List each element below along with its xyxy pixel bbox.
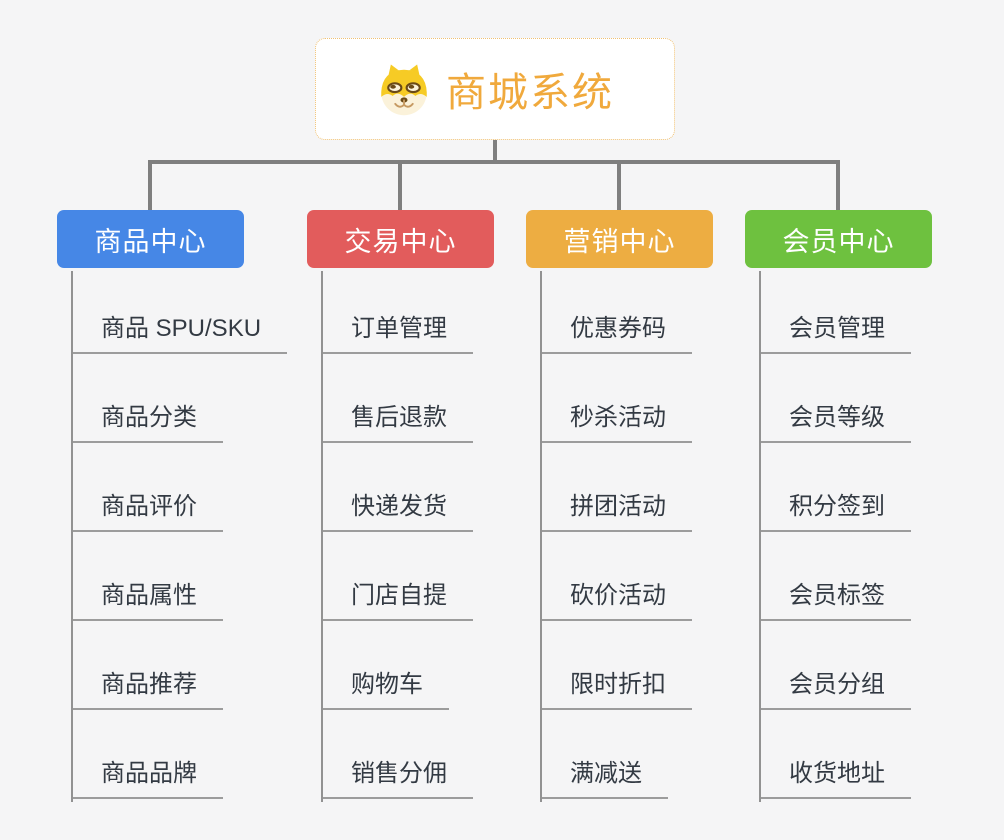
leaf-node-label[interactable]: 优惠券码 — [540, 314, 692, 354]
leaf-node-label[interactable]: 门店自提 — [321, 581, 473, 621]
leaf-node: 快递发货 — [321, 443, 571, 532]
connector-column-trunk — [759, 271, 761, 802]
connector-drop — [148, 162, 152, 210]
branch-column: 优惠券码秒杀活动拼团活动砍价活动限时折扣满减送 — [540, 265, 790, 802]
leaf-node-label[interactable]: 满减送 — [540, 759, 668, 799]
branch-column: 订单管理售后退款快递发货门店自提购物车销售分佣 — [321, 265, 571, 802]
leaf-node: 商品推荐 — [71, 621, 321, 710]
leaf-node-label[interactable]: 商品推荐 — [71, 670, 223, 710]
leaf-node: 门店自提 — [321, 532, 571, 621]
branch-node[interactable]: 商品中心 — [57, 210, 244, 268]
leaf-node: 商品分类 — [71, 354, 321, 443]
branch-column: 会员管理会员等级积分签到会员标签会员分组收货地址 — [759, 265, 1004, 802]
connector-root-trunk — [493, 140, 497, 164]
leaf-node-label[interactable]: 购物车 — [321, 670, 449, 710]
leaf-node: 拼团活动 — [540, 443, 790, 532]
leaf-node-label[interactable]: 销售分佣 — [321, 759, 473, 799]
leaf-node: 会员管理 — [759, 265, 1004, 354]
leaf-node-label[interactable]: 商品评价 — [71, 492, 223, 532]
leaf-node-label[interactable]: 订单管理 — [321, 314, 473, 354]
leaf-node-label[interactable]: 会员等级 — [759, 403, 911, 443]
leaf-node: 售后退款 — [321, 354, 571, 443]
leaf-node: 商品品牌 — [71, 710, 321, 799]
connector-column-trunk — [321, 271, 323, 802]
leaf-node: 购物车 — [321, 621, 571, 710]
leaf-node: 满减送 — [540, 710, 790, 799]
leaf-node-label[interactable]: 会员管理 — [759, 314, 911, 354]
leaf-node: 商品评价 — [71, 443, 321, 532]
leaf-node-label[interactable]: 商品属性 — [71, 581, 223, 621]
leaf-node: 收货地址 — [759, 710, 1004, 799]
leaf-node-label[interactable]: 会员标签 — [759, 581, 911, 621]
leaf-node-label[interactable]: 快递发货 — [321, 492, 473, 532]
leaf-node: 会员分组 — [759, 621, 1004, 710]
root-node[interactable]: 商城系统 — [315, 38, 675, 140]
connector-drop — [836, 162, 840, 210]
shiba-dog-icon — [381, 64, 427, 116]
leaf-node-label[interactable]: 积分签到 — [759, 492, 911, 532]
connector-drop — [398, 162, 402, 210]
leaf-node: 秒杀活动 — [540, 354, 790, 443]
connector-column-trunk — [71, 271, 73, 802]
branch-node[interactable]: 会员中心 — [745, 210, 932, 268]
leaf-node-label[interactable]: 会员分组 — [759, 670, 911, 710]
leaf-node: 会员等级 — [759, 354, 1004, 443]
leaf-node: 砍价活动 — [540, 532, 790, 621]
leaf-node-label[interactable]: 限时折扣 — [540, 670, 692, 710]
leaf-node: 销售分佣 — [321, 710, 571, 799]
leaf-node-label[interactable]: 售后退款 — [321, 403, 473, 443]
leaf-node: 会员标签 — [759, 532, 1004, 621]
leaf-node-label[interactable]: 拼团活动 — [540, 492, 692, 532]
leaf-node-label[interactable]: 收货地址 — [759, 759, 911, 799]
leaf-node: 订单管理 — [321, 265, 571, 354]
leaf-node: 限时折扣 — [540, 621, 790, 710]
connector-drop — [617, 162, 621, 210]
leaf-node: 积分签到 — [759, 443, 1004, 532]
branch-node[interactable]: 营销中心 — [526, 210, 713, 268]
branch-column: 商品 SPU/SKU 商品分类商品评价商品属性商品推荐商品品牌 — [71, 265, 321, 802]
leaf-node-label[interactable]: 秒杀活动 — [540, 403, 692, 443]
connector-column-trunk — [540, 271, 542, 802]
leaf-node-label[interactable]: 商品分类 — [71, 403, 223, 443]
leaf-node: 商品属性 — [71, 532, 321, 621]
leaf-node: 商品 SPU/SKU — [71, 265, 321, 354]
leaf-node-label[interactable]: 商品 SPU/SKU — [71, 314, 288, 354]
branch-node[interactable]: 交易中心 — [307, 210, 494, 268]
connector-horizontal — [148, 160, 840, 164]
leaf-node: 优惠券码 — [540, 265, 790, 354]
root-node-title: 商城系统 — [446, 71, 614, 115]
leaf-node-label[interactable]: 商品品牌 — [71, 759, 223, 799]
leaf-node-label[interactable]: 砍价活动 — [540, 581, 692, 621]
